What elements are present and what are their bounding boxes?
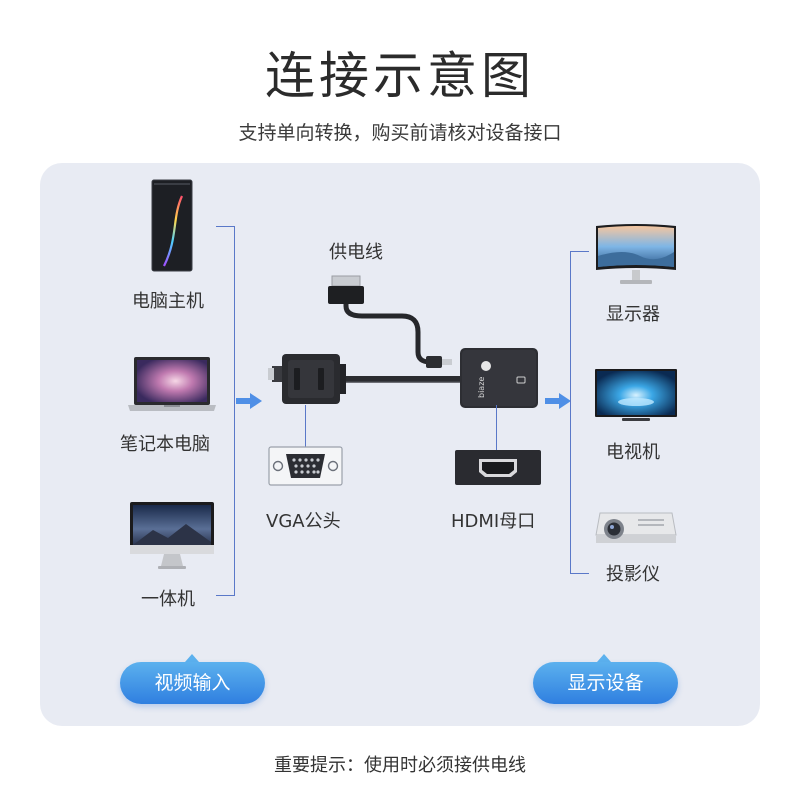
- monitor-icon: [596, 224, 676, 284]
- page-subtitle: 支持单向转换，购买前请核对设备接口: [238, 122, 562, 144]
- input-item-all-in-one: 一体机: [141, 589, 195, 610]
- hdmi-port-icon: [455, 450, 541, 485]
- input-button-tip: [185, 654, 199, 662]
- vga-connector-line: [305, 405, 306, 447]
- input-arrow-icon: [236, 393, 262, 409]
- input-item-laptop: 笔记本电脑: [120, 434, 210, 455]
- vga-to-hdmi-adapter: biaze: [268, 275, 538, 408]
- input-bracket: [216, 226, 235, 596]
- display-device-button[interactable]: 显示设备: [533, 662, 678, 704]
- power-cable-label: 供电线: [329, 242, 383, 263]
- page-title: 连接示意图: [265, 47, 535, 105]
- adapter-logo: biaze: [477, 377, 486, 398]
- hdmi-connector-line: [496, 405, 497, 451]
- laptop-icon: [128, 357, 216, 411]
- output-item-tv: 电视机: [606, 442, 660, 463]
- output-item-projector: 投影仪: [606, 564, 660, 585]
- output-arrow-icon: [545, 393, 571, 409]
- vga-port-icon: [268, 446, 343, 486]
- important-note: 重要提示：使用时必须接供电线: [274, 755, 526, 776]
- output-item-monitor: 显示器: [606, 304, 660, 325]
- output-button-tip: [597, 654, 611, 662]
- input-item-desktop: 电脑主机: [132, 291, 204, 312]
- hdmi-label: HDMI母口: [451, 511, 536, 532]
- tv-icon: [595, 369, 677, 421]
- projector-icon: [595, 512, 677, 543]
- vga-label: VGA公头: [266, 511, 341, 532]
- desktop-tower-icon: [151, 179, 193, 272]
- all-in-one-icon: [130, 502, 214, 569]
- output-bracket: [570, 251, 589, 574]
- video-input-button[interactable]: 视频输入: [120, 662, 265, 704]
